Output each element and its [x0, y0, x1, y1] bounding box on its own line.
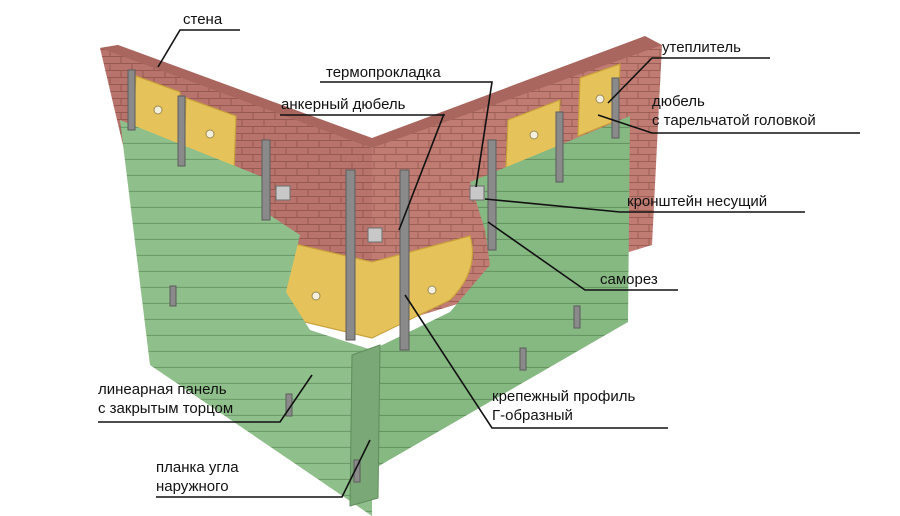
bearing-brackets [275, 185, 485, 243]
brick-wall-top-left [100, 45, 372, 148]
leader-screw [487, 221, 678, 291]
leader-anchor-dowel [280, 113, 445, 231]
leader-corner-strip [156, 439, 371, 498]
corner-strip-label: планка угла наружного [156, 458, 239, 496]
anchor-dowel-label: анкерный дюбель [281, 95, 406, 114]
linear-panel-label-line2: с закрытым торцом [98, 400, 234, 417]
leader-insulation [607, 57, 770, 104]
leader-wall [157, 29, 240, 68]
profile-label-line1: крепежный профиль [492, 388, 636, 405]
disc-dowel-label-line2: с тарельчатой головкой [652, 112, 816, 129]
bracket-label-text: кронштейн несущий [627, 193, 768, 210]
linear-panel-label: линеарная панель с закрытым торцом [98, 380, 233, 418]
thermal-pad-label-text: термопрокладка [326, 64, 441, 81]
leader-disc-dowel [597, 114, 860, 134]
mounting-profiles [127, 69, 620, 483]
bracket-label: кронштейн несущий [627, 192, 767, 211]
insulation-label: утеплитель [662, 38, 741, 57]
corner-strip-label-line1: планка угла [156, 459, 239, 476]
leader-profile [404, 294, 668, 429]
screw-label: саморез [600, 270, 658, 289]
disc-dowel-label-line1: дюбель [652, 93, 705, 110]
disc-dowel-label: дюбель с тарельчатой головкой [652, 92, 816, 130]
siding-left [120, 120, 372, 516]
insulation-label-text: утеплитель [662, 39, 741, 56]
profile-label-line2: Г-образный [492, 407, 573, 424]
wall-label-text: стена [183, 11, 223, 28]
profile-label: крепежный профиль Г-образный [492, 387, 635, 425]
leader-linear-panel [98, 374, 313, 423]
leader-lines [98, 29, 860, 498]
thermal-pad-label: термопрокладка [326, 63, 441, 82]
leader-bracket [484, 198, 805, 213]
corner-strip-label-line2: наружного [156, 478, 229, 495]
screw-label-text: саморез [600, 271, 658, 288]
brick-wall-top-right [372, 36, 662, 148]
siding-right [372, 116, 630, 470]
wall-label: стена [183, 10, 222, 29]
anchor-dowel-label-text: анкерный дюбель [281, 96, 406, 113]
linear-panel-label-line1: линеарная панель [98, 381, 227, 398]
leader-thermal-pad [320, 81, 493, 188]
disc-dowels [153, 94, 605, 301]
